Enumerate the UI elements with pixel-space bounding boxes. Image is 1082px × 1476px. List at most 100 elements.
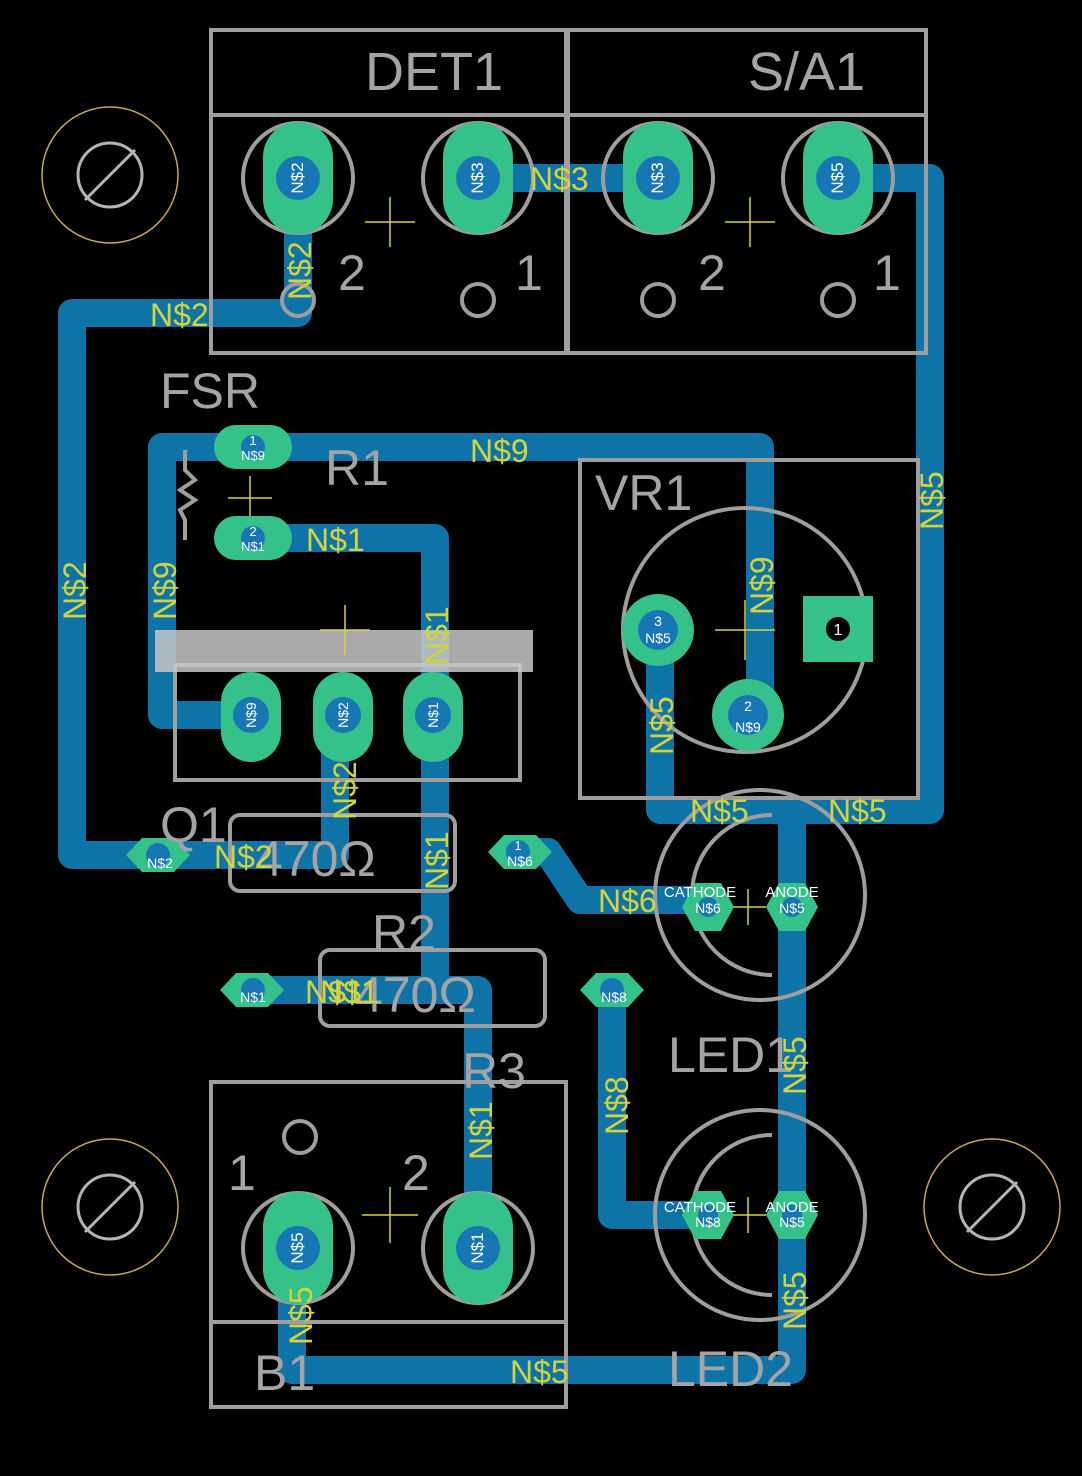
- net-label: N$2: [327, 761, 363, 820]
- net-label: N$1: [305, 974, 364, 1010]
- net-label: N$1: [306, 522, 365, 558]
- origin-crosshairs: [228, 197, 775, 1243]
- net-label: N$9: [147, 561, 183, 620]
- pin-number-b1-1: 1: [228, 1145, 256, 1201]
- trace-n1-long: [421, 701, 492, 1262]
- pad-r3-1: [580, 973, 644, 1007]
- mounting-hole-bottom-left: [41, 1138, 179, 1276]
- pad-label: N$9: [243, 702, 259, 728]
- label-led1: LED1: [668, 1027, 793, 1083]
- net-label: N$5: [644, 696, 680, 755]
- pad-b1-1: [263, 1192, 333, 1304]
- pad-labels: N$2 N$3 N$3 N$5 1 N$9 2 N$1 N$9 N$2 N$1 …: [147, 162, 847, 1263]
- label-sa1: S/A1: [748, 42, 865, 102]
- pad-label: N$3: [468, 162, 487, 193]
- pad-b1-2: [443, 1192, 513, 1304]
- net-label: N$5: [283, 1286, 319, 1345]
- pad-led2-cathode: [682, 1191, 734, 1239]
- pad-label: ANODE: [765, 884, 818, 901]
- pad-label: N$1: [241, 539, 265, 554]
- net-label: N$5: [828, 793, 887, 829]
- net-label: N$9: [744, 556, 780, 615]
- pin-number-sa1-1: 1: [873, 245, 901, 301]
- label-r1: R1: [325, 440, 389, 496]
- pad-label: N$2: [288, 162, 307, 193]
- pad-label: N$9: [241, 448, 265, 463]
- mounting-hole-top-left: [41, 106, 179, 244]
- pad-led2-anode: [766, 1191, 818, 1239]
- pad-label: N$5: [828, 162, 847, 193]
- label-b1: B1: [254, 1345, 315, 1401]
- net-label: N$8: [599, 1076, 635, 1135]
- pin-number-det1-2: 2: [338, 245, 366, 301]
- pad-label: N$9: [735, 719, 761, 735]
- pad-r2-1: [488, 835, 552, 869]
- pad-label: N$2: [335, 702, 351, 728]
- pad-det1-1: [443, 122, 513, 234]
- net-label: N$5: [777, 1271, 813, 1330]
- net-label: N$6: [598, 883, 657, 919]
- pad-sa1-2: [623, 122, 693, 234]
- pad-label: 2: [744, 698, 752, 714]
- label-r2-value: 470Ω: [255, 831, 376, 887]
- net-label: N$1: [320, 974, 379, 1010]
- pad-label: N$5: [779, 1214, 805, 1230]
- net-label: N$9: [470, 433, 529, 469]
- label-r3-value: 470Ω: [355, 967, 476, 1023]
- pad-label: N$6: [507, 853, 533, 869]
- pad-label: N$3: [648, 162, 667, 193]
- pad-led1-anode: [766, 883, 818, 931]
- label-fsr: FSR: [160, 363, 260, 419]
- label-r3: R3: [462, 1043, 526, 1099]
- pad-label: N$2: [147, 855, 173, 871]
- pad-label: N$5: [779, 900, 805, 916]
- pad-label: 1: [249, 433, 256, 448]
- label-q1: Q1: [160, 797, 227, 853]
- pad-label: N$5: [288, 1232, 307, 1263]
- pad-label: N$8: [695, 1214, 721, 1230]
- pad-sa1-1: [803, 122, 873, 234]
- pad-label: CATHODE: [664, 884, 736, 901]
- trace-n8: [598, 976, 722, 1229]
- label-vr1: VR1: [595, 465, 692, 521]
- pin-number-det1-1: 1: [515, 245, 543, 301]
- pad-vr1-2: [712, 679, 784, 751]
- component-labels: DET1 S/A1 FSR R1 VR1 Q1 470Ω R2 470Ω R3 …: [160, 42, 901, 1401]
- pad-vr1-1: [803, 596, 873, 662]
- pad-label: N$6: [695, 900, 721, 916]
- pad-label: 2: [249, 524, 256, 539]
- label-det1: DET1: [365, 42, 503, 102]
- pad-r3-2: [220, 973, 284, 1007]
- pad-label: N$1: [240, 989, 266, 1005]
- pad-r1-2: [214, 516, 292, 560]
- pad-label: N$5: [645, 630, 671, 646]
- pad-label: CATHODE: [664, 1199, 736, 1216]
- net-label: N$3: [530, 161, 589, 197]
- pad-vr1-3: [622, 594, 694, 666]
- pad-label: 1: [514, 838, 521, 853]
- net-label: N$1: [419, 831, 455, 890]
- mounting-hole-bottom-right: [923, 1138, 1061, 1276]
- pad-q1-3: [403, 672, 463, 762]
- pad-label: N$8: [601, 989, 627, 1005]
- net-label: N$2: [282, 241, 318, 300]
- net-label: N$5: [777, 1036, 813, 1095]
- pad-led1-cathode: [682, 883, 734, 931]
- net-label: N$2: [57, 561, 93, 620]
- net-label: N$1: [463, 1101, 499, 1160]
- pad-q1-2: [313, 672, 373, 762]
- net-label: N$5: [510, 1354, 569, 1390]
- q1-heatsink-bar: [155, 630, 533, 672]
- pad-label: 1: [834, 622, 843, 639]
- net-labels: N$2 N$2 N$3 N$9 N$1 N$2 N$9 N$1 N$5 N$9 …: [57, 161, 950, 1390]
- label-r2: R2: [372, 905, 436, 961]
- pad-det1-2: [263, 122, 333, 234]
- pad-r2-2: [126, 838, 190, 872]
- trace-n5-leds: [278, 796, 806, 1384]
- pin-number-b1-2: 2: [402, 1145, 430, 1201]
- pad-q1-1: [221, 672, 281, 762]
- label-led2: LED2: [668, 1341, 793, 1397]
- pad-label: 3: [654, 613, 662, 629]
